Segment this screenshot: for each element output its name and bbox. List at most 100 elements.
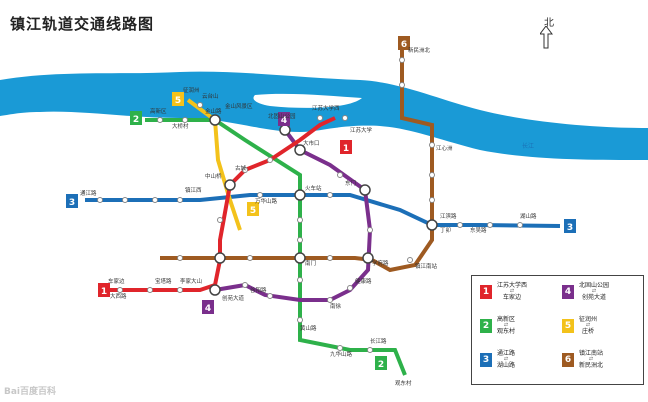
line-5-badge: 5 — [562, 318, 574, 333]
map-title: 镇江轨道交通线路图 — [10, 15, 155, 33]
station-label: 金山风景区 — [225, 102, 253, 110]
svg-text:5: 5 — [175, 96, 181, 106]
station-label: 万华山路 — [255, 197, 278, 205]
line-3-terminal-b: 湖山路 — [497, 362, 516, 369]
station-label: 古城 — [235, 164, 247, 172]
station-label: 学府路 — [372, 259, 389, 267]
station-label: 健康路 — [355, 277, 372, 285]
station-label: 东门 — [345, 179, 356, 187]
line-4-terminal-a: 北固山公园 — [579, 282, 610, 289]
station-label: 创苑大道 — [222, 294, 245, 302]
station-label: 南徐 — [330, 302, 342, 310]
legend-line-2: 2 高新区⇄观东村 — [480, 316, 515, 335]
station-label: 东吴路 — [470, 226, 487, 234]
line-2-badge: 2 — [480, 318, 492, 333]
line-1-terminal-b: 车家边 — [503, 294, 522, 301]
station-label: 江心洲 — [436, 145, 453, 152]
station-label: 镇江南站 — [415, 262, 438, 270]
svg-text:3: 3 — [69, 198, 75, 208]
svg-text:3: 3 — [567, 223, 573, 233]
station-label: 金山路 — [205, 107, 222, 115]
station-label: 南门 — [305, 259, 316, 267]
station-huochezhan[interactable] — [294, 189, 306, 201]
station-guyang[interactable] — [209, 284, 221, 296]
svg-text:1: 1 — [343, 144, 349, 154]
line-5-path — [186, 98, 242, 231]
north-arrow-icon — [540, 26, 553, 49]
station-label: 丁卯 — [440, 226, 451, 234]
line-1-terminal-a: 江苏大学西 — [497, 282, 528, 289]
station-label: 黄山路 — [300, 324, 317, 332]
line-2-terminal-b: 观东村 — [497, 328, 516, 335]
river-island — [253, 93, 362, 108]
station-beigushan[interactable] — [279, 124, 291, 136]
station-label: 江苏大学 — [350, 126, 373, 134]
svg-text:5: 5 — [250, 206, 256, 216]
river-label: 长江 — [522, 142, 534, 150]
line-4-badge: 4 — [562, 284, 574, 299]
line-6-path — [160, 50, 434, 273]
line-3-terminal-a: 通江路 — [497, 350, 516, 357]
north-compass: 北 — [540, 14, 560, 50]
station-label: 江苏大学西 — [312, 104, 340, 112]
station-label: 北固山公园 — [268, 112, 296, 120]
river — [0, 71, 648, 160]
station-label: 大西路 — [110, 292, 127, 300]
station-label: 谷阳路 — [250, 286, 267, 294]
legend-line-4: 4 北固山公园⇄创苑大道 — [562, 282, 609, 301]
station-gongyuan[interactable] — [214, 252, 226, 264]
station-label: 大市口 — [303, 139, 320, 147]
station-xuefu[interactable] — [362, 252, 374, 264]
station-label: 湖山路 — [520, 212, 537, 220]
station-label: 观东村 — [395, 379, 412, 387]
line-3-path — [85, 193, 561, 228]
station-jiangbin[interactable] — [426, 219, 438, 231]
station-label: 车家边 — [108, 277, 125, 285]
map-line-badges: 2 5 4 6 1 3 3 5 1 4 2 — [66, 36, 576, 370]
station-label: 长江路 — [370, 337, 387, 345]
interchange-stations — [209, 114, 438, 296]
legend-line-3: 3 通江路⇄湖山路 — [480, 350, 515, 369]
station-gucheng[interactable] — [224, 179, 236, 191]
svg-text:6: 6 — [401, 40, 407, 50]
svg-text:4: 4 — [281, 116, 287, 126]
line-6-terminal-b: 新民洲北 — [579, 362, 604, 369]
svg-text:1: 1 — [101, 287, 107, 297]
station-dashikou[interactable] — [294, 144, 306, 156]
line-6-terminal-a: 镇江南站 — [579, 350, 604, 357]
watermark: Bai百度百科 — [4, 387, 57, 397]
legend-line-5: 5 征润州⇄庄桥 — [562, 316, 597, 335]
line-5-terminal-a: 征润州 — [579, 316, 598, 323]
line-6-badge: 6 — [562, 352, 574, 367]
station-label: 镇江西 — [185, 186, 202, 194]
legend-line-6: 6 镇江南站⇄新民洲北 — [562, 350, 603, 369]
station-dingmao[interactable] — [359, 184, 371, 196]
station-nanmen[interactable] — [294, 252, 306, 264]
line-1-badge: 1 — [480, 284, 492, 299]
line-3-badge: 3 — [480, 352, 492, 367]
line-4-terminal-b: 创苑大道 — [582, 294, 607, 301]
station-label: 征润州 — [183, 86, 200, 94]
station-label: 李家大山 — [180, 277, 202, 285]
line-4-path — [214, 128, 373, 302]
svg-text:4: 4 — [205, 304, 211, 314]
station-label: 高新区 — [150, 107, 167, 115]
station-label: 大桥村 — [172, 122, 189, 130]
regular-stations — [97, 57, 523, 353]
station-jinshan[interactable] — [209, 114, 221, 126]
svg-text:2: 2 — [133, 115, 139, 125]
station-label: 九华山路 — [330, 350, 353, 358]
line-2-terminal-a: 高新区 — [497, 316, 516, 323]
line-legend: 1 江苏大学西⇄车家边 4 北固山公园⇄创苑大道 2 高新区⇄观东村 5 征润州… — [471, 275, 644, 385]
station-label: 新民洲北 — [408, 46, 431, 54]
station-label: 江滨路 — [440, 212, 457, 220]
compass-label: 北 — [544, 18, 554, 29]
line-5-terminal-b: 庄桥 — [582, 328, 595, 335]
station-label: 通江路 — [80, 189, 97, 197]
svg-text:2: 2 — [378, 360, 384, 370]
station-label: 宝塔路 — [155, 277, 172, 285]
station-label: 中山桥 — [205, 172, 222, 180]
station-label: 云台山 — [202, 92, 219, 100]
